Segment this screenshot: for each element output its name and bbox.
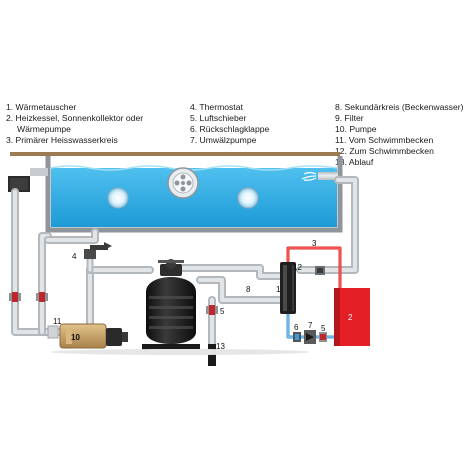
legend-item-2-cont: Wärmepumpe — [17, 124, 71, 134]
legend-item-8: 8. Sekundärkreis (Beckenwasser) — [335, 102, 464, 112]
inlet-fitting-11 — [47, 325, 59, 339]
legend-column-1: 1. Wärmetauscher 2. Heizkessel, Sonnenko… — [6, 102, 143, 146]
return-inlet — [301, 171, 338, 181]
pool — [8, 152, 343, 233]
legend-item-6: 6. Rückschlagklappe — [190, 124, 270, 134]
legend-item-13: 13. Ablauf — [335, 157, 374, 167]
label-3: 3 — [312, 239, 317, 248]
legend-item-2: 2. Heizkessel, Sonnenkollektor oder — [6, 113, 144, 123]
pool-wall — [45, 156, 343, 233]
label-13: 13 — [216, 342, 225, 351]
label-10: 10 — [71, 333, 80, 342]
thermostat — [84, 242, 112, 259]
air-vent-valve-5a — [206, 305, 218, 315]
legend-column-3: 8. Sekundärkreis (Beckenwasser) 9. Filte… — [335, 102, 463, 168]
hot-line-fitting — [315, 266, 325, 275]
sand-filter — [142, 259, 200, 350]
boiler — [334, 288, 370, 346]
pool-inlet-nozzle — [167, 167, 199, 199]
label-11: 11 — [53, 317, 62, 326]
legend-item-9: 9. Filter — [335, 113, 364, 123]
pool-deck — [10, 152, 340, 156]
primary-hot-circuit — [286, 246, 342, 290]
circulator-pump-7 — [304, 330, 316, 344]
pool-light-left — [107, 187, 129, 209]
label-8: 8 — [246, 285, 251, 294]
label-12: 12 — [293, 263, 302, 272]
label-6: 6 — [294, 323, 299, 332]
legend-item-11: 11. Vom Schwimmbecken — [335, 135, 434, 145]
legend-item-12: 12. Zum Schwimmbecken — [335, 146, 434, 156]
skimmer — [8, 168, 48, 192]
legend-column-2: 4. Thermostat 5. Luftschieber 6. Rücksch… — [190, 102, 269, 146]
legend-item-3: 3. Primärer Heisswasserkreis — [6, 135, 118, 145]
component-labels: 1 2 3 4 5 5 6 7 8 10 11 12 13 — [53, 239, 353, 351]
legend-item-1: 1. Wärmetauscher — [6, 102, 77, 112]
legend-item-5: 5. Luftschieber — [190, 113, 247, 123]
drain-outlet — [208, 344, 216, 366]
legend-item-7: 7. Umwälzpumpe — [190, 135, 257, 145]
pool-light-right — [237, 187, 259, 209]
air-vent-valve-5b — [319, 332, 327, 342]
legend-item-4: 4. Thermostat — [190, 102, 243, 112]
label-5a: 5 — [220, 307, 225, 316]
label-5b: 5 — [321, 324, 326, 333]
heat-exchanger — [280, 262, 296, 314]
legend-item-10: 10. Pumpe — [335, 124, 377, 134]
check-valve — [293, 332, 301, 342]
label-1: 1 — [276, 285, 281, 294]
valve-drain-line — [36, 292, 48, 302]
label-7: 7 — [308, 321, 313, 330]
label-2: 2 — [348, 313, 353, 322]
ground-shadow — [50, 349, 310, 355]
circulation-pump — [59, 323, 128, 349]
label-4: 4 — [72, 252, 77, 261]
valve-skimmer-line — [9, 292, 21, 302]
